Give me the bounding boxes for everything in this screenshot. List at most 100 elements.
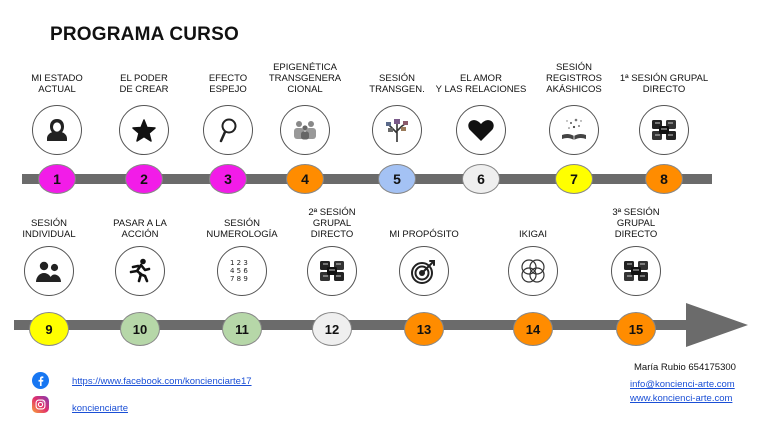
step-14: IKIGAI 14: [483, 0, 583, 346]
step-label-line: PASAR A LA: [113, 218, 167, 229]
timeline-arrowhead: [686, 303, 748, 347]
step-number-badge: 4: [286, 164, 324, 194]
group-hands-icon: [639, 105, 689, 155]
mirror-icon: [203, 105, 253, 155]
timeline-bar-top: [22, 174, 712, 184]
step-label-line: MI ESTADO: [31, 73, 83, 84]
people-icon: [24, 246, 74, 296]
running-icon: [115, 246, 165, 296]
step-label-line: DE CREAR: [119, 84, 169, 95]
step-label-line: DIRECTO: [642, 84, 686, 95]
venn-icon: [508, 246, 558, 296]
step-label-line: ESPEJO: [209, 84, 247, 95]
step-number-badge: 5: [378, 164, 416, 194]
step-label-line: SESIÓN: [379, 73, 415, 84]
email-link[interactable]: info@koncienci-arte.com: [630, 379, 735, 390]
step-label-line: TRANSGENERA: [268, 73, 342, 84]
step-number-badge: 8: [645, 164, 683, 194]
step-label-line: 1ª SESIÓN GRUPAL: [619, 73, 709, 84]
step-number-badge: 7: [555, 164, 593, 194]
step-label-line: GRUPAL: [616, 218, 656, 229]
facebook-icon[interactable]: [32, 372, 49, 389]
step-label-line: TRANSGEN.: [369, 84, 425, 95]
step-label: MI PROPÓSITO: [374, 229, 474, 240]
svg-text:1 2 3: 1 2 3: [230, 259, 248, 267]
step-13: MI PROPÓSITO 13: [374, 0, 474, 346]
step-label-line: GRUPAL: [312, 218, 352, 229]
step-label-line: EPIGENÉTICA: [273, 62, 337, 73]
heart-icon: [456, 105, 506, 155]
family-icon: [280, 105, 330, 155]
step-label-line: EFECTO: [208, 73, 248, 84]
step-number-badge: 11: [222, 312, 262, 346]
step-label-line: Y LAS RELACIONES: [435, 84, 527, 95]
step-label-line: 3ª SESIÓN: [612, 207, 660, 218]
step-label-line: EL AMOR: [460, 73, 502, 84]
step-label-line: CIONAL: [287, 84, 323, 95]
step-number-badge: 6: [462, 164, 500, 194]
step-label-line: ACTUAL: [38, 84, 76, 95]
step-label-line: ACCIÓN: [121, 229, 159, 240]
svg-text:4 5 6: 4 5 6: [230, 267, 248, 275]
group-hands-icon: [611, 246, 661, 296]
step-number-badge: 14: [513, 312, 553, 346]
step-number-badge: 1: [38, 164, 76, 194]
instagram-link[interactable]: koncienciarte: [72, 403, 128, 414]
instagram-icon[interactable]: [32, 396, 49, 413]
step-label: IKIGAI: [483, 229, 583, 240]
magic-book-icon: [549, 105, 599, 155]
step-number-badge: 9: [29, 312, 69, 346]
star-icon: [119, 105, 169, 155]
step-label-line: DIRECTO: [310, 229, 354, 240]
svg-text:7 8 9: 7 8 9: [230, 275, 248, 283]
woman-icon: [32, 105, 82, 155]
group-hands-icon: [307, 246, 357, 296]
facebook-link[interactable]: https://www.facebook.com/koncienciarte17: [72, 376, 252, 387]
step-label-line: 2ª SESIÓN: [308, 207, 356, 218]
step-label-line: IKIGAI: [519, 229, 547, 240]
step-label-line: EL PODER: [120, 73, 168, 84]
step-number-badge: 10: [120, 312, 160, 346]
step-label-line: DIRECTO: [614, 229, 658, 240]
family-tree-icon: [372, 105, 422, 155]
step-label-line: SESIÓN: [556, 62, 592, 73]
step-number-badge: 2: [125, 164, 163, 194]
step-label-line: SESIÓN: [31, 218, 67, 229]
website-link[interactable]: www.koncienci-arte.com: [630, 393, 733, 404]
step-number-badge: 12: [312, 312, 352, 346]
step-label-line: AKÁSHICOS: [546, 84, 602, 95]
step-number-badge: 13: [404, 312, 444, 346]
page-title: PROGRAMA CURSO: [50, 24, 239, 45]
step-label-line: REGISTROS: [546, 73, 602, 84]
step-number-badge: 3: [209, 164, 247, 194]
timeline-bar-bottom: [14, 320, 690, 330]
contact-name-phone: María Rubio 654175300: [634, 362, 736, 373]
step-number-badge: 15: [616, 312, 656, 346]
